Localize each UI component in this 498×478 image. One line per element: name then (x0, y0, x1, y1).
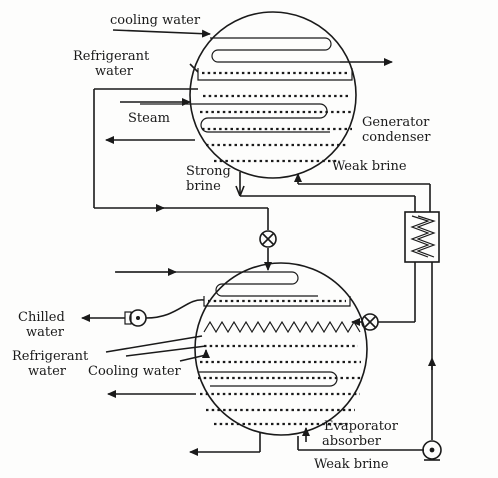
label-refrigerant-bottom-1: Refrigerant (12, 349, 89, 364)
generator-condenser-vessel (189, 11, 357, 179)
absorber-spray-nozzles (203, 320, 361, 334)
absorber-inlet-lines (105, 335, 210, 362)
steam-coil (140, 103, 330, 133)
weak-brine-to-generator (294, 173, 431, 212)
label-refrigerant-bottom-2: water (28, 364, 67, 379)
label-chilled: Chilled (18, 310, 65, 325)
evaporator-coil (115, 268, 318, 297)
label-evaporator: Evaporator (324, 419, 399, 434)
refrigerant-line (93, 88, 272, 271)
label-weak-brine-top: Weak brine (332, 159, 407, 174)
condensate-tray (197, 68, 353, 81)
generator-brine-dots (200, 94, 354, 163)
absorber-cooling-coil (107, 371, 338, 398)
label-strong: Strong (186, 164, 231, 179)
label-chilled-water: water (26, 325, 65, 340)
chilled-water-line (81, 299, 205, 327)
expansion-valve-top (259, 230, 277, 248)
label-condenser: condenser (362, 130, 431, 145)
weak-brine-pump-line (297, 262, 436, 451)
label-cooling-water-top: cooling water (110, 13, 201, 28)
strong-brine-line (235, 172, 416, 212)
strong-brine-return (351, 262, 416, 326)
label-refrigerant-top-1: Refrigerant (73, 49, 150, 64)
label-steam: Steam (128, 111, 170, 126)
weak-brine-pump (422, 440, 442, 461)
label-brine: brine (186, 179, 221, 194)
bottom-drains (189, 427, 310, 456)
label-generator: Generator (362, 115, 430, 130)
label-weak-brine-bottom: Weak brine (314, 457, 389, 472)
refrigerant-pointer-top (189, 63, 199, 73)
absorber-brine-dots (198, 344, 362, 426)
evaporator-absorber-vessel (194, 262, 368, 436)
label-absorber: absorber (322, 434, 382, 449)
label-refrigerant-top-2: water (95, 64, 134, 79)
label-cooling-water-bottom: Cooling water (88, 364, 182, 379)
condenser-coil (112, 29, 393, 66)
cooling-water-inlet-arrow (112, 29, 211, 38)
heat-exchanger (404, 211, 440, 263)
evaporator-tray (203, 296, 351, 307)
